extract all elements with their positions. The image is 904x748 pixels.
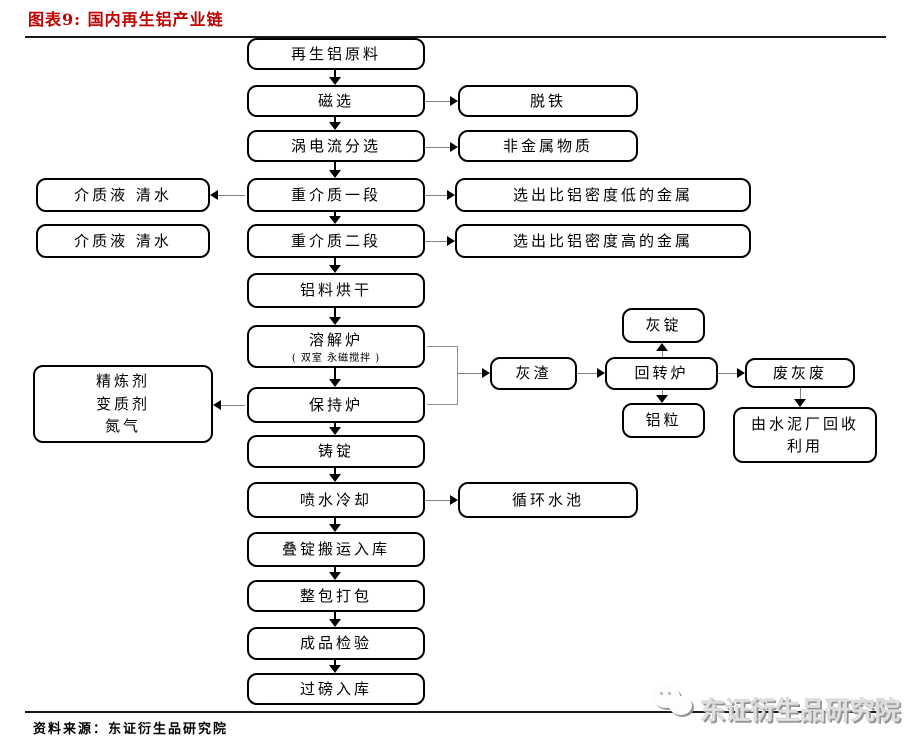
node-inspection: 成品检验 <box>247 627 425 660</box>
node-heavy-medium-2: 重介质二段 <box>247 224 425 258</box>
node-ash-slag: 灰渣 <box>490 357 577 390</box>
source-note: 资料来源：东证衍生品研究院 <box>33 722 229 737</box>
arrow-eddy-to-non-metal <box>425 141 458 153</box>
wechat-icon <box>652 685 698 727</box>
arrow-holding-to-casting <box>329 423 341 435</box>
connector-holding-branch <box>427 404 457 405</box>
node-iron-removal: 脱铁 <box>458 85 638 117</box>
arrow-waste-ash-to-cement <box>794 388 806 407</box>
node-circulating-pool: 循环水池 <box>458 482 638 518</box>
arrow-melting-to-holding <box>329 368 341 387</box>
node-eddy-current: 涡电流分选 <box>247 130 425 162</box>
node-stacking: 叠锭搬运入库 <box>247 532 425 567</box>
node-medium-liquid-2: 介质液 清水 <box>36 224 210 258</box>
institute-logo-text: 东证衍生品研究院 <box>700 696 901 726</box>
node-casting: 铸锭 <box>247 435 425 468</box>
node-rotary-furnace: 回转炉 <box>605 357 718 390</box>
arrow-ash-slag-to-rotary <box>577 367 605 379</box>
arrow-rotary-to-ash-ingot <box>656 343 668 357</box>
node-aluminum-granules: 铝粒 <box>622 403 705 438</box>
node-ash-ingot: 灰锭 <box>622 308 705 343</box>
arrow-raw-to-magnetic <box>329 70 341 85</box>
melting-furnace-subtitle: ( 双室 永磁搅拌 ) <box>291 353 381 365</box>
arrow-magnetic-to-eddy <box>329 117 341 130</box>
arrow-hm2-to-high-density <box>425 235 455 247</box>
arrow-packing-to-inspection <box>329 612 341 627</box>
node-non-metal: 非金属物质 <box>458 130 638 162</box>
node-high-density-metal: 选出比铝密度高的金属 <box>455 224 751 258</box>
node-melting-furnace: 溶解炉 ( 双室 永磁搅拌 ) <box>247 325 425 368</box>
arrow-cooling-to-stacking <box>329 518 341 532</box>
arrow-hm1-to-low-density <box>425 189 455 201</box>
node-holding-furnace: 保持炉 <box>247 387 425 423</box>
node-additives: 精炼剂 变质剂 氮气 <box>33 365 213 443</box>
node-heavy-medium-1: 重介质一段 <box>247 178 425 212</box>
node-weighing: 过磅入库 <box>247 673 425 705</box>
node-magnetic-separation: 磁选 <box>247 85 425 117</box>
node-packing: 整包打包 <box>247 580 425 612</box>
node-waste-ash: 废灰废 <box>745 358 855 388</box>
title-divider <box>25 36 886 38</box>
arrow-cooling-to-pool <box>425 494 458 506</box>
arrow-join-to-ash-slag <box>457 367 490 379</box>
node-low-density-metal: 选出比铝密度低的金属 <box>455 178 751 212</box>
arrow-stacking-to-packing <box>329 567 341 580</box>
arrow-inspection-to-weighing <box>329 660 341 673</box>
figure-title: 图表9: 国内再生铝产业链 <box>28 10 224 29</box>
node-water-cooling: 喷水冷却 <box>247 482 425 518</box>
node-raw-material: 再生铝原料 <box>247 38 425 70</box>
arrow-hm1-to-medium-liquid <box>210 189 245 201</box>
arrow-casting-to-cooling <box>329 468 341 482</box>
connector-melting-branch <box>427 346 457 347</box>
footer-divider <box>25 711 886 713</box>
node-medium-liquid-1: 介质液 清水 <box>36 178 210 212</box>
arrow-magnetic-to-iron-removal <box>425 95 458 107</box>
node-cement-recycle: 由水泥厂回收 利用 <box>733 407 877 463</box>
arrow-hm1-to-hm2 <box>329 212 341 224</box>
arrow-rotary-to-waste-ash <box>718 367 745 379</box>
arrow-rotary-to-granules <box>656 390 668 403</box>
node-drying: 铝料烘干 <box>247 273 425 308</box>
arrow-drying-to-melting <box>329 308 341 325</box>
arrow-hm2-to-drying <box>329 258 341 273</box>
connector-branch-join <box>457 346 458 405</box>
arrow-eddy-to-hm1 <box>329 162 341 178</box>
arrow-holding-to-additives <box>213 399 245 411</box>
